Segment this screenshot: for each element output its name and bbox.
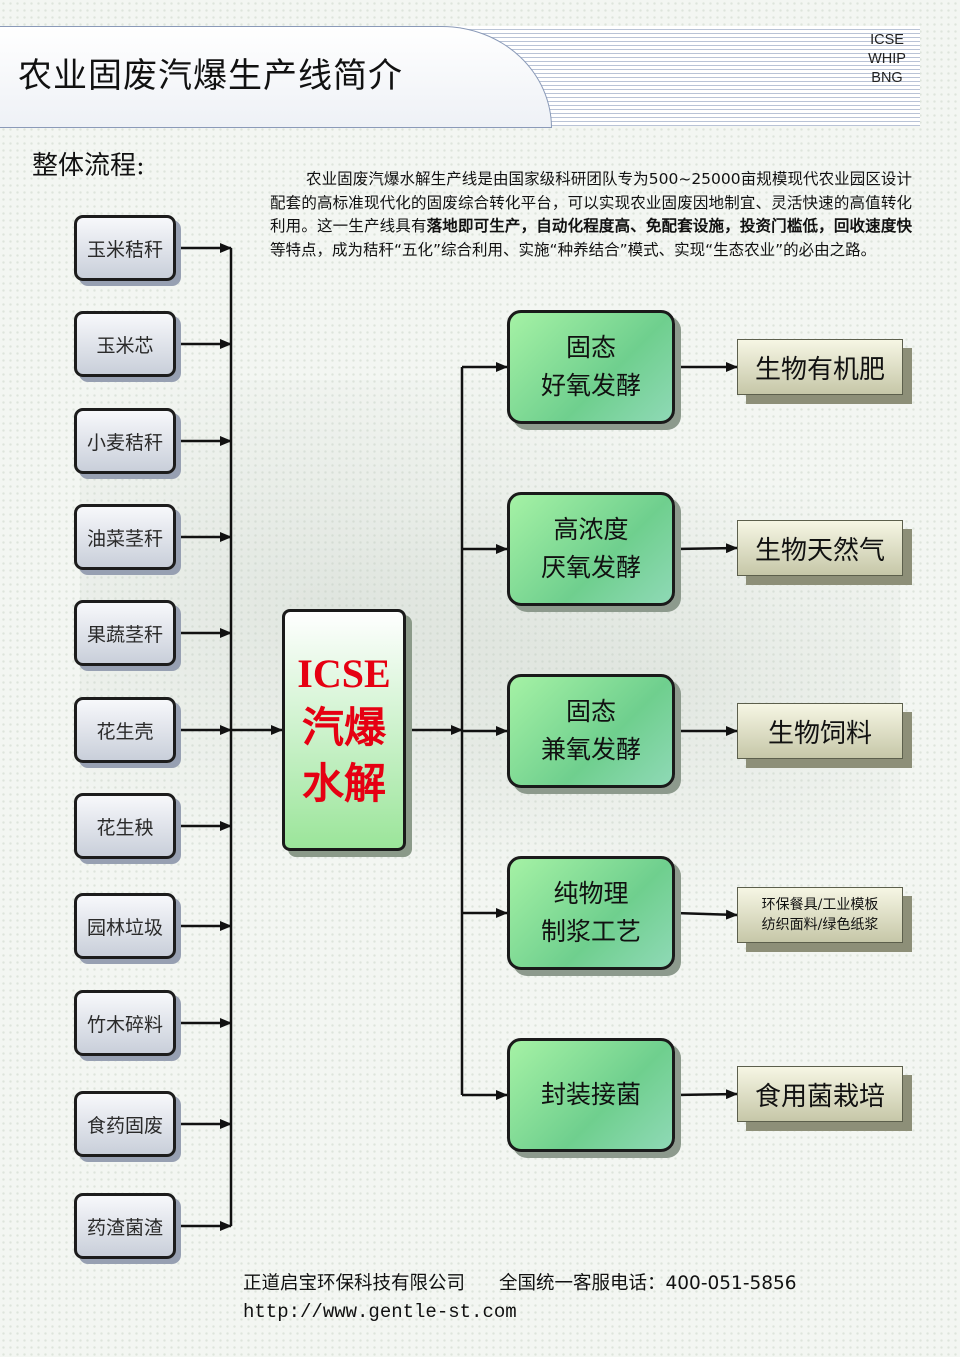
process-label: 好氧发酵: [540, 371, 641, 400]
product-arrow: [674, 909, 738, 920]
brand-block: ICSE WHIP BNG: [856, 31, 918, 88]
intro-text: 等特点，成为秸秆“五化”综合利用、实施“种养结合”模式、实现“生态农业”的必由之…: [270, 240, 877, 259]
product-box: 环保餐具/工业模板纺织面料/绿色纸浆: [737, 887, 903, 943]
product-box: 生物天然气: [737, 520, 903, 576]
product-arrow: [674, 543, 738, 554]
brand-line: WHIP: [868, 51, 906, 67]
product-label: 环保餐具/工业模板: [761, 897, 879, 913]
footer-company: 正道启宝环保科技有限公司: [243, 1273, 466, 1294]
source-box: 花生壳: [74, 697, 176, 763]
product-label: 纺织面料/绿色纸浆: [761, 917, 879, 933]
process-label: 固态: [565, 697, 616, 726]
source-box: 玉米芯: [74, 311, 176, 377]
source-box: 玉米秸秆: [74, 215, 176, 281]
process-box: 高浓度厌氧发酵: [507, 492, 675, 606]
process-label: 兼氧发酵: [540, 735, 641, 764]
source-box: 油菜茎秆: [74, 504, 176, 570]
source-box: 果蔬茎秆: [74, 600, 176, 666]
source-box: 小麦秸秆: [74, 408, 176, 474]
core-label: 水解: [301, 759, 386, 808]
process-label: 制浆工艺: [540, 917, 641, 946]
process-label: 厌氧发酵: [540, 553, 641, 582]
product-label: 生物饲料: [767, 718, 872, 749]
process-box: 封装接菌: [507, 1038, 675, 1152]
product-box: 食用菌栽培: [737, 1066, 903, 1122]
page-title: 农业固废汽爆生产线简介: [18, 56, 403, 96]
intro-text: 农业固废汽爆水解生产线是由国家级科研团队专为500~25000亩规模现代农业园区…: [270, 170, 912, 235]
source-box: 药渣菌渣: [74, 1193, 176, 1259]
intro-paragraph: 农业固废汽爆水解生产线是由国家级科研团队专为500~25000亩规模现代农业园区…: [270, 168, 912, 262]
source-box: 竹木碎料: [74, 990, 176, 1056]
product-label: 生物有机肥: [754, 354, 885, 385]
source-box: 园林垃圾: [74, 893, 176, 959]
intro-bold: 落地即可生产，自动化程度高、免配套设施，投资门槛低，回收速度快: [426, 217, 912, 235]
core-label: 汽爆: [301, 703, 386, 752]
core-label: ICSE: [297, 651, 391, 696]
header-tab: [0, 26, 552, 128]
process-label: 封装接菌: [540, 1080, 641, 1109]
source-box: 花生秧: [74, 793, 176, 859]
product-arrow: [674, 1089, 738, 1100]
footer-phone: 全国统一客服电话：400-051-5856: [499, 1273, 797, 1294]
source-box: 食药固废: [74, 1091, 176, 1157]
footer: 正道启宝环保科技有限公司 全国统一客服电话：400-051-5856 http:/…: [243, 1270, 797, 1326]
icse-core-box: ICSE 汽爆 水解: [282, 609, 406, 851]
process-label: 固态: [565, 333, 616, 362]
process-label: 纯物理: [553, 879, 629, 908]
product-label: 生物天然气: [754, 535, 885, 566]
process-label: 高浓度: [553, 515, 629, 544]
product-box: 生物有机肥: [737, 339, 903, 395]
footer-url[interactable]: http://www.gentle-st.com: [243, 1301, 517, 1323]
section-title: 整体流程:: [32, 151, 145, 181]
process-box: 固态好氧发酵: [507, 310, 675, 424]
brand-line: BNG: [871, 70, 903, 86]
brand-line: ICSE: [870, 32, 904, 48]
product-label: 食用菌栽培: [754, 1081, 885, 1112]
process-box: 固态兼氧发酵: [507, 674, 675, 788]
product-box: 生物饲料: [737, 703, 903, 759]
process-box: 纯物理制浆工艺: [507, 856, 675, 970]
